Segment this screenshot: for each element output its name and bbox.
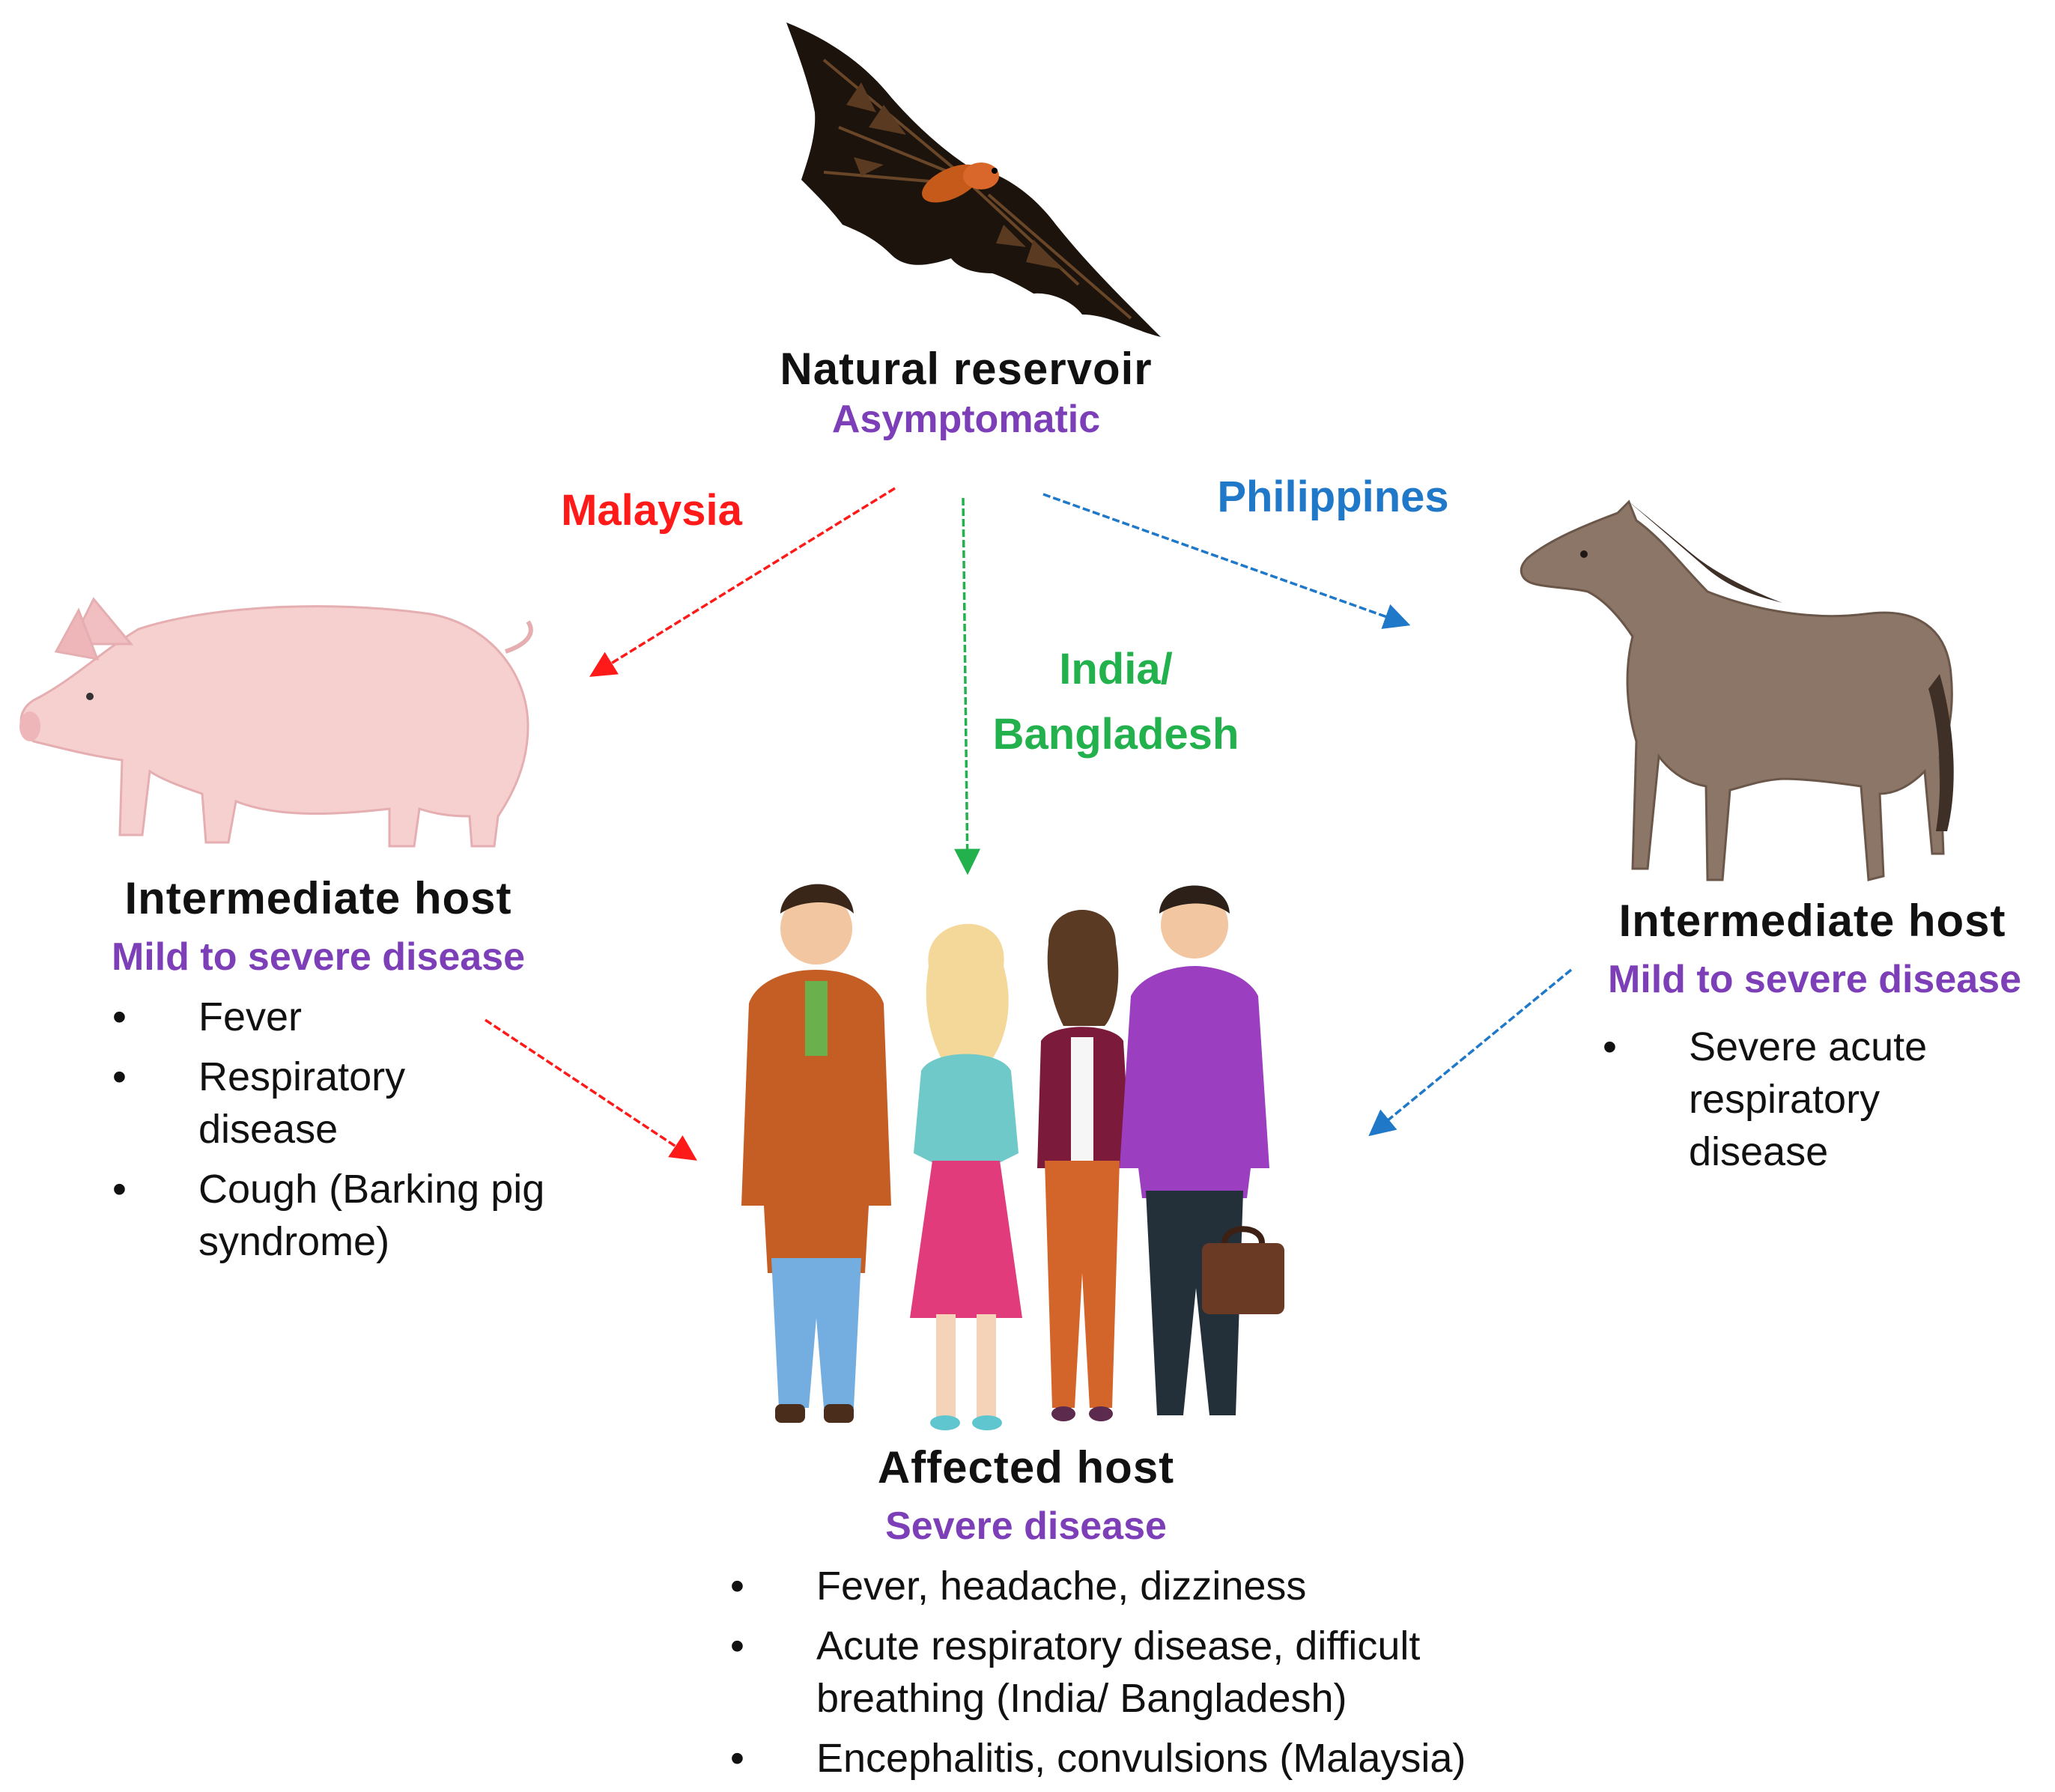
route-label-philippines: Philippines [1217, 473, 1449, 521]
reservoir-title: Natural reservoir [780, 344, 1153, 394]
person-woman-orange-pants [1037, 910, 1131, 1421]
pig-icon [19, 597, 533, 848]
route-label-india: India/ [1059, 645, 1173, 693]
arrow-pig-to-people [485, 1018, 697, 1161]
horse-symptom-item: Severe acute respiratory disease [1603, 1021, 2011, 1178]
route-label-india-bangladesh: India/ Bangladesh [959, 637, 1273, 767]
pig-symptom-item: Cough (Barking pig syndrome) [112, 1163, 577, 1268]
affected-symptom-item: Acute respiratory disease, difficult bre… [730, 1620, 1460, 1725]
pig-host-status: Mild to severe disease [111, 935, 526, 979]
affected-symptom-item: Encephalitis, convulsions (Malaysia) [730, 1732, 1517, 1785]
arrow-bat-to-horse [1042, 493, 1411, 629]
route-label-bangladesh: Bangladesh [992, 710, 1239, 759]
pig-symptom-item: Fever [112, 991, 577, 1043]
affected-host-status: Severe disease [885, 1504, 1167, 1548]
pig-host-symptom-list: Fever Respiratory disease Cough (Barking… [112, 991, 577, 1275]
horse-icon [1520, 499, 1954, 881]
bat-icon [786, 22, 1161, 337]
route-label-malaysia: Malaysia [561, 486, 742, 535]
reservoir-status: Asymptomatic [831, 398, 1101, 441]
horse-host-title: Intermediate host [1618, 896, 2006, 946]
person-man-purple-sweater [1120, 885, 1284, 1415]
pig-host-title: Intermediate host [124, 873, 512, 923]
people-group-icon [741, 884, 1284, 1430]
pig-symptom-item: Respiratory disease [112, 1051, 468, 1155]
person-man-orange-jacket [741, 884, 891, 1423]
affected-host-title: Affected host [877, 1442, 1175, 1492]
arrow-horse-to-people [1368, 968, 1573, 1137]
affected-symptom-item: Fever, headache, dizziness [730, 1560, 1517, 1612]
horse-host-status: Mild to severe disease [1607, 958, 2022, 1001]
horse-host-symptom-list: Severe acute respiratory disease [1603, 1021, 2052, 1185]
arrow-bat-to-pig [589, 487, 896, 677]
person-woman-pink-skirt [910, 923, 1022, 1430]
affected-host-symptom-list: Fever, headache, dizziness Acute respira… [730, 1560, 1517, 1792]
